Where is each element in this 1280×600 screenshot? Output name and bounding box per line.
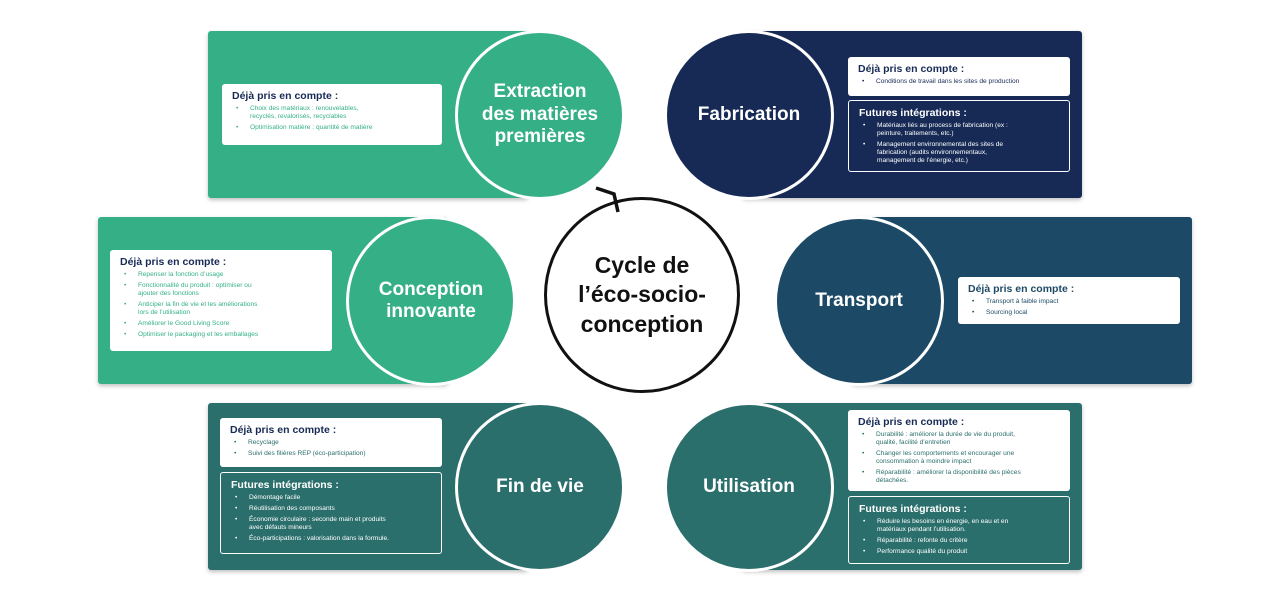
list-item: Performance qualité du produit <box>859 548 1059 556</box>
list-item: Économie circulaire : seconde main et pr… <box>231 516 431 532</box>
list-item: Management environnemental des sites de … <box>859 141 1059 165</box>
fin-de-vie-futures-list: Démontage facileRéutilisation des compos… <box>231 494 431 543</box>
list-item: Matériaux liés au process de fabrication… <box>859 122 1059 138</box>
list-item: Réparabilité : améliorer la disponibilit… <box>858 469 1060 485</box>
fabrication-futures-heading: Futures intégrations : <box>859 107 967 119</box>
extraction-circle: Extraction des matières premières <box>455 30 625 200</box>
center-title: Cycle de l’éco-socio- conception <box>578 251 706 337</box>
fin-de-vie-futures-box: Futures intégrations : Démontage facileR… <box>220 472 442 554</box>
list-item: Recyclage <box>230 439 432 447</box>
transport-title: Transport <box>815 289 903 311</box>
utilisation-futures-list: Réduire les besoins en énergie, en eau e… <box>859 518 1059 556</box>
conception-circle: Conception innovante <box>346 216 516 386</box>
extraction-title: Extraction des matières premières <box>481 81 599 148</box>
fin-de-vie-futures-heading: Futures intégrations : <box>231 479 339 491</box>
list-item: Conditions de travail dans les sites de … <box>858 78 1060 86</box>
extraction-deja-list: Choix des matériaux : renouvelables, rec… <box>232 105 432 132</box>
conception-deja-heading: Déjà pris en compte : <box>120 256 227 268</box>
list-item: Repenser la fonction d’usage <box>120 271 322 279</box>
utilisation-deja-heading: Déjà pris en compte : <box>858 416 965 428</box>
list-item: Changer les comportements et encourager … <box>858 450 1060 466</box>
conception-deja-box: Déjà pris en compte : Repenser la foncti… <box>110 250 332 351</box>
fin-de-vie-deja-box: Déjà pris en compte : RecyclageSuivi des… <box>220 418 442 467</box>
list-item: Choix des matériaux : renouvelables, rec… <box>232 105 432 121</box>
extraction-deja-box: Déjà pris en compte : Choix des matériau… <box>222 84 442 145</box>
utilisation-circle: Utilisation <box>664 402 834 572</box>
utilisation-futures-box: Futures intégrations : Réduire les besoi… <box>848 496 1070 564</box>
fin-de-vie-deja-list: RecyclageSuivi des filières REP (éco-par… <box>230 439 432 458</box>
list-item: Démontage facile <box>231 494 431 502</box>
fabrication-deja-heading: Déjà pris en compte : <box>858 63 965 75</box>
extraction-deja-heading: Déjà pris en compte : <box>232 90 339 102</box>
conception-deja-list: Repenser la fonction d’usageFonctionnali… <box>120 271 322 339</box>
transport-deja-box: Déjà pris en compte : Transport à faible… <box>958 277 1180 324</box>
list-item: Durabilité : améliorer la durée de vie d… <box>858 431 1060 447</box>
list-item: Sourcing local <box>968 309 1170 317</box>
center-cycle-circle: Cycle de l’éco-socio- conception <box>544 197 740 393</box>
fin-de-vie-deja-heading: Déjà pris en compte : <box>230 424 337 436</box>
list-item: Éco-participations : valorisation dans l… <box>231 535 431 543</box>
utilisation-futures-heading: Futures intégrations : <box>859 503 967 515</box>
fin-de-vie-title: Fin de vie <box>496 475 584 497</box>
utilisation-deja-box: Déjà pris en compte : Durabilité : améli… <box>848 410 1070 491</box>
list-item: Suivi des filières REP (éco-participatio… <box>230 450 432 458</box>
list-item: Anticiper la fin de vie et les améliorat… <box>120 301 322 317</box>
transport-deja-heading: Déjà pris en compte : <box>968 283 1075 295</box>
fabrication-futures-box: Futures intégrations : Matériaux liés au… <box>848 100 1070 172</box>
fabrication-deja-box: Déjà pris en compte : Conditions de trav… <box>848 57 1070 96</box>
list-item: Optimiser le packaging et les emballages <box>120 331 322 339</box>
fabrication-futures-list: Matériaux liés au process de fabrication… <box>859 122 1059 165</box>
utilisation-title: Utilisation <box>703 475 795 497</box>
list-item: Fonctionnalité du produit : optimiser ou… <box>120 282 322 298</box>
list-item: Réutilisation des composants <box>231 505 431 513</box>
list-item: Améliorer le Good Living Score <box>120 320 322 328</box>
utilisation-deja-list: Durabilité : améliorer la durée de vie d… <box>858 431 1060 485</box>
transport-circle: Transport <box>774 216 944 386</box>
list-item: Réparabilité : refonte du critère <box>859 537 1059 545</box>
list-item: Transport à faible impact <box>968 298 1170 306</box>
list-item: Optimisation matière : quantité de matiè… <box>232 124 432 132</box>
conception-title: Conception innovante <box>378 278 484 322</box>
cycle-arrow-icon <box>595 186 620 213</box>
transport-deja-list: Transport à faible impactSourcing local <box>968 298 1170 317</box>
fabrication-title: Fabrication <box>697 103 801 125</box>
fabrication-circle: Fabrication <box>664 30 834 200</box>
list-item: Réduire les besoins en énergie, en eau e… <box>859 518 1059 534</box>
fin-de-vie-circle: Fin de vie <box>455 402 625 572</box>
fabrication-deja-list: Conditions de travail dans les sites de … <box>858 78 1060 86</box>
